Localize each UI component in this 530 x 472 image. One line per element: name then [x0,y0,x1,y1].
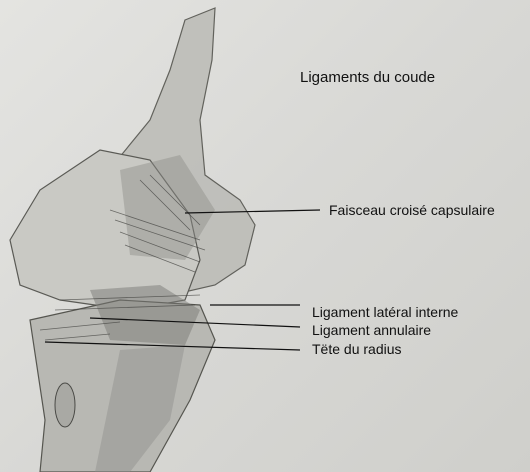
label-ligament-annulaire: Ligament annulaire [312,322,431,338]
figure-title: Ligaments du coude [300,69,435,86]
label-ligament-lateral: Ligament latéral interne [312,304,458,320]
label-faisceau-croise: Faisceau croisé capsulaire [329,202,495,218]
label-tete-radius: Tëte du radius [312,341,402,357]
radius-head [55,383,75,427]
